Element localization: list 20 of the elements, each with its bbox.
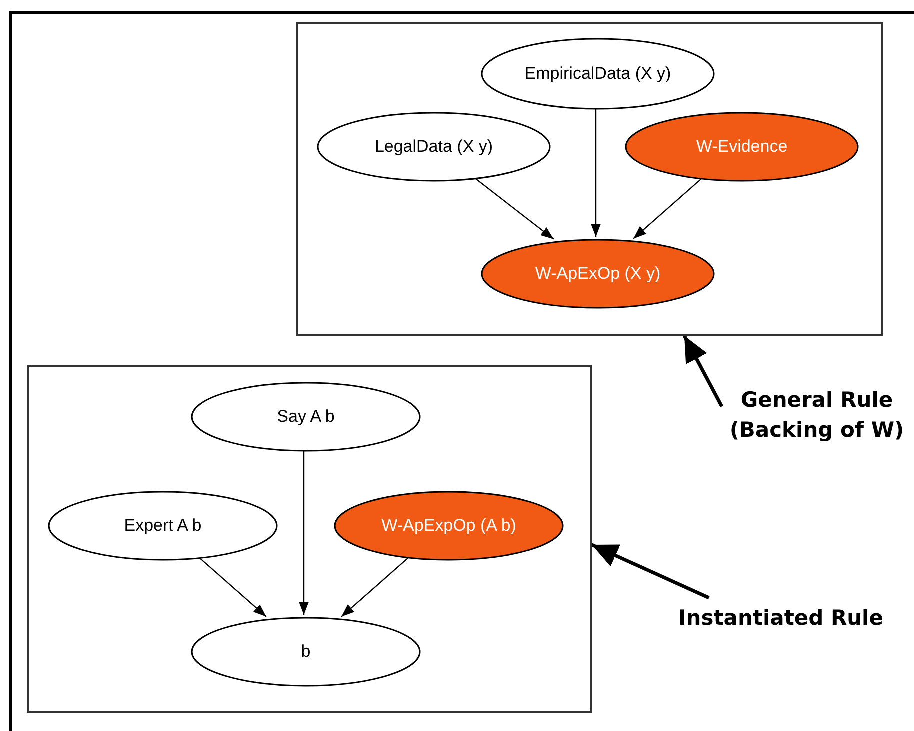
node-label: EmpiricalData (X y) — [524, 63, 672, 86]
annotation-text: General Rule (Backing of W) — [728, 387, 906, 444]
node-label: W-ApExpOp (A b) — [382, 515, 516, 538]
node-label: W-Evidence — [696, 136, 788, 158]
node-label: b — [301, 641, 311, 664]
annotation-text: Instantiated Rule — [678, 605, 884, 632]
node-label: W-ApExOp (X y) — [535, 263, 661, 286]
arrow — [633, 178, 703, 240]
arrow — [474, 177, 554, 240]
arrow — [591, 543, 710, 600]
arrow — [341, 556, 410, 618]
node-label: LegalData (X y) — [374, 136, 494, 158]
group-frame — [296, 22, 883, 336]
arrow — [682, 335, 724, 408]
node-label: Expert A b — [124, 515, 202, 538]
arrow — [299, 450, 309, 615]
node-label: Say A b — [277, 406, 335, 428]
arrow — [591, 108, 601, 237]
group-frame — [27, 365, 592, 713]
arrow — [198, 556, 267, 618]
